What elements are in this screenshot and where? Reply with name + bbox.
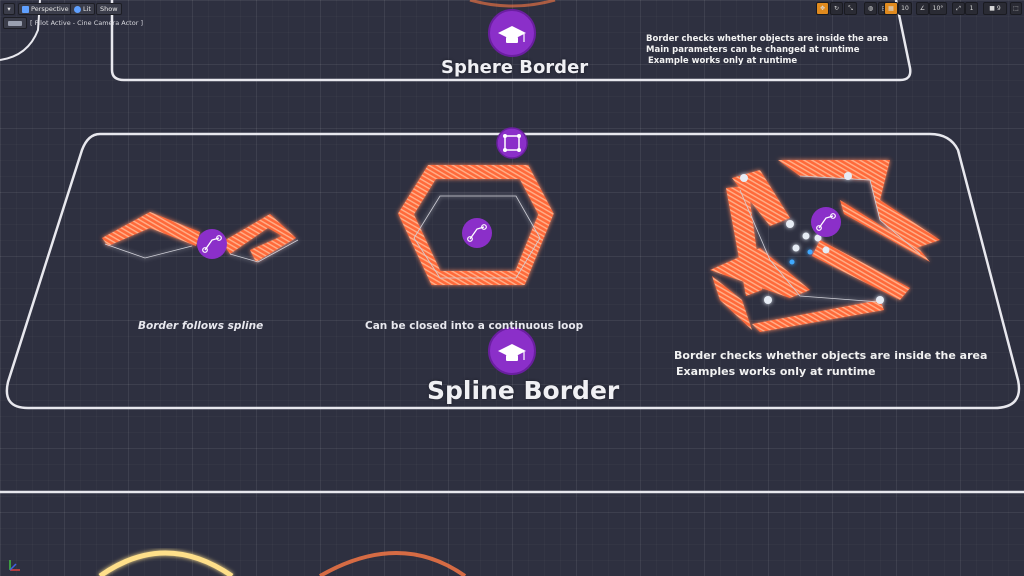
lit-label: Lit xyxy=(83,5,91,13)
maximize-viewport-button[interactable]: ⬚ xyxy=(1010,2,1022,15)
border-follows-spline-label: Border follows spline xyxy=(138,320,264,332)
lit-sphere-icon xyxy=(74,5,81,13)
viewport-menu-button[interactable]: ▾ xyxy=(3,3,15,15)
move-icon: ✥ xyxy=(819,5,826,12)
camera-speed-value: 9 xyxy=(996,5,1001,12)
left-top-curve xyxy=(0,0,41,61)
axis-gizmo-icon xyxy=(9,560,20,571)
camera-speed-icon: ■ xyxy=(989,5,995,12)
bottom-ring-left xyxy=(98,550,234,576)
camera-speed-button[interactable]: ■ 9 xyxy=(983,2,1007,15)
rotation-snap-dropdown[interactable]: 10° xyxy=(929,2,947,15)
sphere-ring-top xyxy=(469,0,556,8)
spline-node-icon-3 xyxy=(811,207,841,237)
sphere-border-title: Sphere Border xyxy=(441,57,589,78)
globe-icon: ◍ xyxy=(867,5,874,12)
spline-border-desc-2: Examples works only at runtime xyxy=(676,365,876,378)
grid-snap-button[interactable]: ▦ xyxy=(884,2,898,15)
scale-snap-button[interactable]: ⤢ xyxy=(952,2,965,15)
rotation-snap-button[interactable]: ∠ xyxy=(916,2,929,15)
spline-complex-shape xyxy=(710,160,940,332)
spline-border-frame xyxy=(5,132,1021,410)
show-label: Show xyxy=(100,5,118,13)
spline-node-icon-2 xyxy=(462,218,492,248)
closed-loop-label: Can be closed into a continuous loop xyxy=(365,320,584,332)
scale-icon: ⤡ xyxy=(848,5,853,12)
lit-button[interactable]: Lit xyxy=(70,3,95,15)
pilot-eject-button[interactable] xyxy=(3,17,27,29)
camera-icon xyxy=(8,20,22,26)
show-button[interactable]: Show xyxy=(96,3,122,15)
chevron-down-icon: ▾ xyxy=(7,5,11,13)
grid-size-dropdown[interactable]: 10 xyxy=(898,2,912,15)
scale-snap-dropdown[interactable]: 1 xyxy=(965,2,978,15)
translate-tool-button[interactable]: ✥ xyxy=(816,2,829,15)
scale-tool-button[interactable]: ⤡ xyxy=(844,2,857,15)
rotate-icon: ↻ xyxy=(833,5,840,12)
perspective-label: Perspective xyxy=(31,5,69,13)
spline-node-icon-1 xyxy=(197,229,227,259)
scale-snap-icon: ⤢ xyxy=(956,5,961,12)
bottom-ring-right xyxy=(319,551,467,576)
angle-icon: ∠ xyxy=(919,5,926,12)
spline-border-tutorial-icon xyxy=(488,327,536,375)
sphere-border-desc-3: Example works only at runtime xyxy=(648,56,798,66)
spline-border-desc-1: Border checks whether objects are inside… xyxy=(674,349,988,362)
spline-hexagon-loop xyxy=(398,165,554,285)
sphere-border-desc-2: Main parameters can be changed at runtim… xyxy=(646,45,860,55)
world-space-button[interactable]: ◍ xyxy=(864,2,877,15)
maximize-icon: ⬚ xyxy=(1013,5,1019,12)
grid-icon: ▦ xyxy=(888,5,894,12)
perspective-icon xyxy=(22,5,29,13)
pilot-status-text: [ Pilot Active - Cine Camera Actor ] xyxy=(30,19,143,27)
sphere-border-frame xyxy=(110,0,912,82)
spline-border-title: Spline Border xyxy=(427,376,620,405)
transform-gizmo-icon xyxy=(496,127,528,159)
sphere-border-desc-1: Border checks whether objects are inside… xyxy=(646,34,889,44)
sphere-border-tutorial-icon xyxy=(488,9,536,57)
spline-zigzag xyxy=(102,212,299,263)
rotate-tool-button[interactable]: ↻ xyxy=(830,2,843,15)
perspective-button[interactable]: Perspective xyxy=(18,3,73,15)
